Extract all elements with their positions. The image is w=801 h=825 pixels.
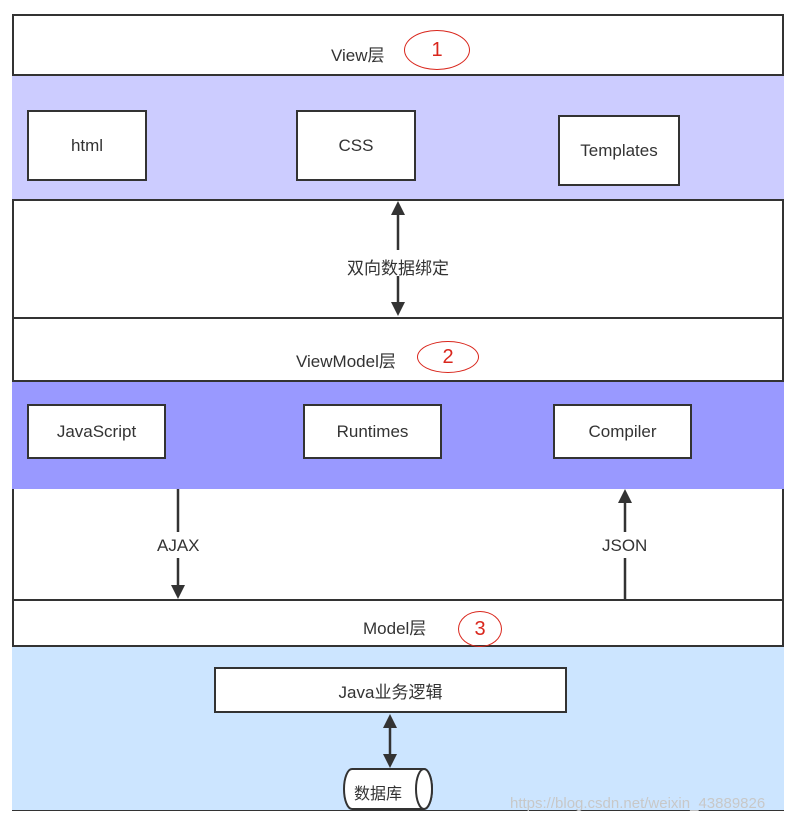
two-way-arrow <box>391 201 405 316</box>
divider <box>12 317 784 319</box>
logic-db-arrow <box>383 714 397 768</box>
database-cylinder <box>343 768 433 810</box>
java-logic-box: Java业务逻辑 <box>214 667 567 713</box>
divider <box>12 74 784 76</box>
ajax-arrow <box>171 489 185 599</box>
viewmodel-layer-marker: 2 <box>417 341 479 373</box>
divider <box>12 199 784 201</box>
ajax-label: AJAX <box>157 534 200 558</box>
model-layer-marker: 3 <box>458 611 502 647</box>
divider <box>12 645 784 647</box>
html-box: html <box>27 110 147 181</box>
view-layer-title: View层 <box>331 46 385 65</box>
css-box: CSS <box>296 110 416 181</box>
view-layer-marker: 1 <box>404 30 470 70</box>
compiler-box: Compiler <box>553 404 692 459</box>
divider <box>12 380 784 382</box>
json-arrow <box>618 489 632 599</box>
model-layer-title: Model层 <box>363 619 427 638</box>
database-label: 数据库 <box>354 786 403 803</box>
runtimes-box: Runtimes <box>303 404 442 459</box>
divider <box>12 599 784 601</box>
javascript-box: JavaScript <box>27 404 166 459</box>
two-way-binding-label: 双向数据绑定 <box>347 252 449 281</box>
watermark: https://blog.csdn.net/weixin_43889826 <box>510 795 766 812</box>
json-label: JSON <box>602 534 648 558</box>
viewmodel-layer-title: ViewModel层 <box>296 352 396 371</box>
templates-box: Templates <box>558 115 680 186</box>
